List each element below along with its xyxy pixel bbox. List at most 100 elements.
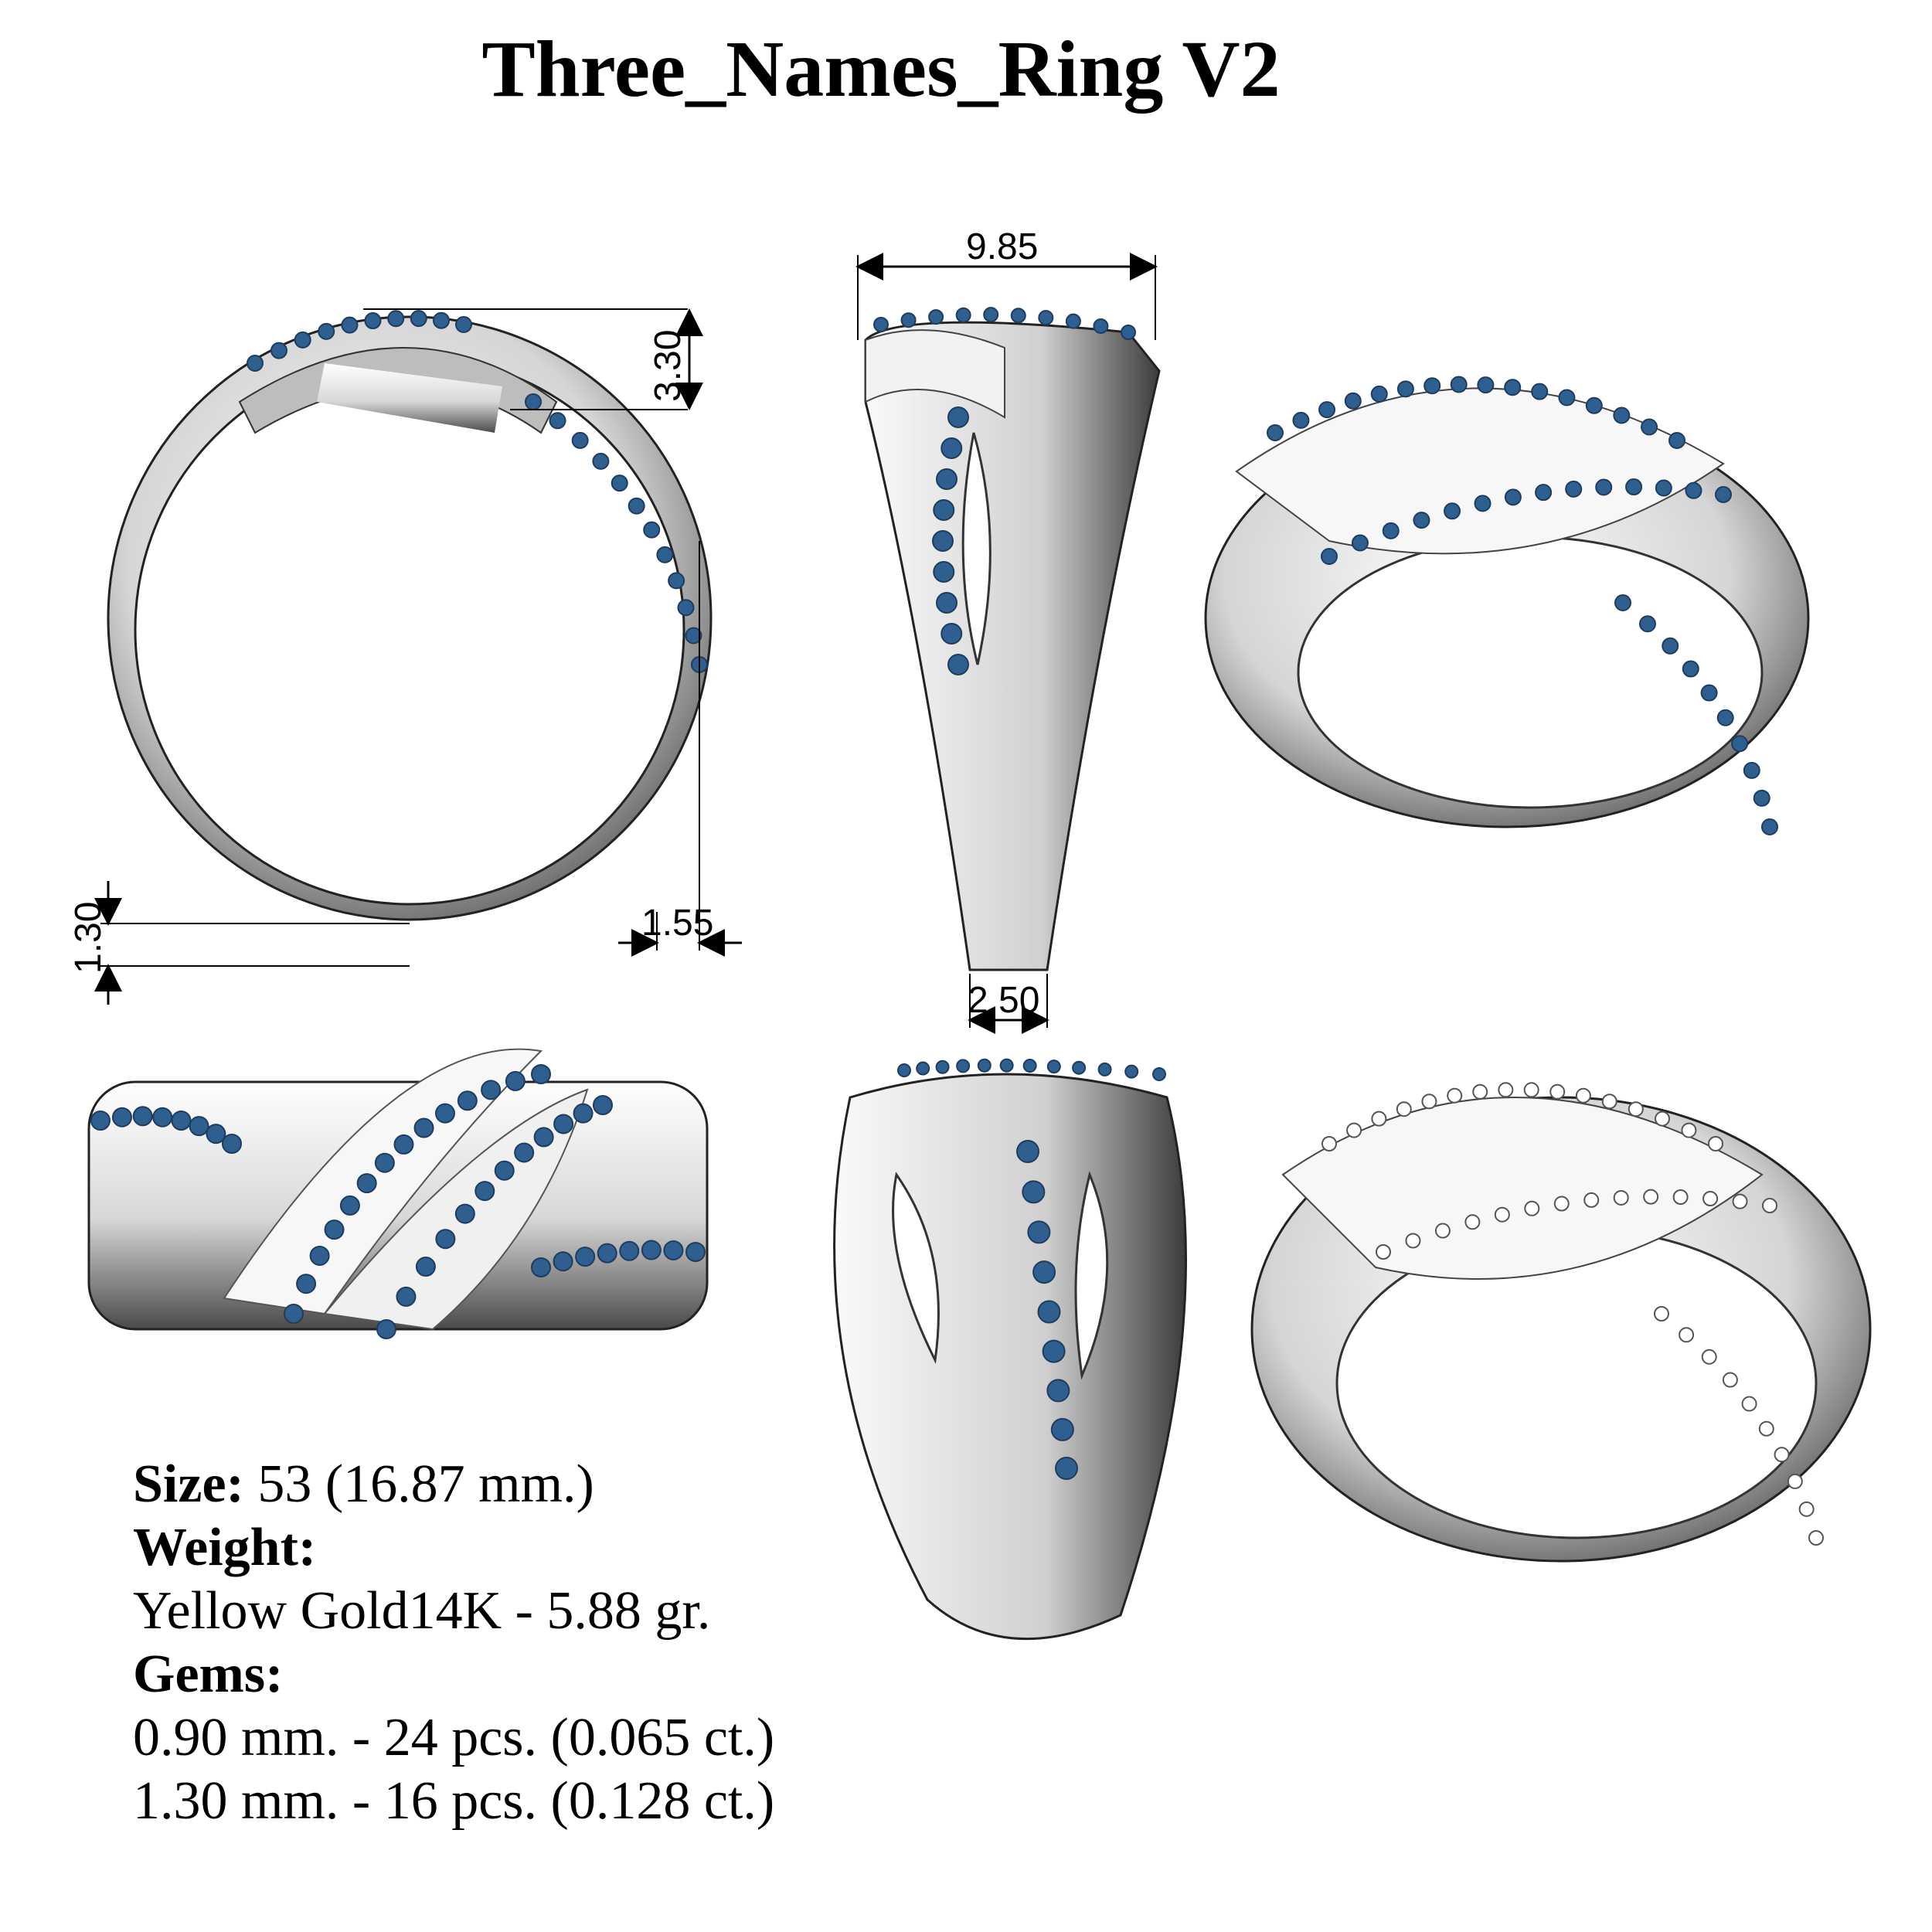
gem-stone bbox=[593, 1095, 613, 1115]
gem-stone bbox=[1050, 1417, 1074, 1441]
stone-setting bbox=[1498, 1082, 1514, 1098]
gem-stone bbox=[457, 1090, 478, 1111]
gem-stone bbox=[1662, 637, 1679, 655]
gem-stone bbox=[999, 1058, 1014, 1073]
gem-stone bbox=[1700, 684, 1718, 702]
gem-stone bbox=[656, 546, 674, 563]
gem-stone bbox=[132, 1106, 153, 1127]
stone-setting bbox=[1732, 1193, 1748, 1209]
gem-stone bbox=[936, 468, 957, 490]
stone-setting bbox=[1643, 1189, 1659, 1205]
gem-stone bbox=[1743, 761, 1760, 779]
stone-setting bbox=[1702, 1191, 1719, 1207]
stone-setting bbox=[1681, 1122, 1697, 1138]
dim-shank-side: 1.55 bbox=[641, 903, 713, 944]
stone-setting bbox=[1494, 1206, 1510, 1223]
gem-stone bbox=[1022, 1180, 1046, 1204]
gem-stone bbox=[977, 1058, 992, 1073]
front-view bbox=[107, 310, 713, 921]
gem-stone bbox=[935, 1060, 950, 1074]
gem-stone bbox=[643, 521, 661, 539]
stone-setting bbox=[1553, 1196, 1570, 1212]
gem-stone bbox=[387, 310, 405, 328]
gem-stone bbox=[983, 307, 999, 323]
gem-stone bbox=[1351, 534, 1369, 552]
gem-stone bbox=[1638, 615, 1656, 633]
gem-stone bbox=[432, 311, 450, 329]
gem-stone bbox=[434, 1103, 455, 1124]
stone-setting bbox=[1549, 1083, 1566, 1100]
stone-setting bbox=[1798, 1501, 1815, 1517]
gem-stone bbox=[341, 316, 359, 334]
gem-stone bbox=[1093, 318, 1109, 334]
gem-stone bbox=[1585, 396, 1603, 414]
stone-setting bbox=[1524, 1200, 1540, 1216]
gem-stone bbox=[1382, 522, 1400, 539]
gem-stone bbox=[553, 1114, 574, 1134]
dim-top-width: 9.85 bbox=[966, 226, 1038, 267]
gem-stone bbox=[514, 1142, 535, 1163]
gem-stone bbox=[1682, 660, 1699, 678]
gem-stone bbox=[1267, 424, 1284, 441]
gem-stone bbox=[1370, 385, 1388, 403]
gem-stone bbox=[1046, 1060, 1061, 1074]
gem-stone bbox=[494, 1160, 515, 1181]
stone-setting bbox=[1583, 1192, 1600, 1208]
gem-stone bbox=[270, 342, 287, 359]
stone-setting bbox=[1321, 1136, 1337, 1151]
stone-setting bbox=[1396, 1101, 1412, 1117]
gem-stone bbox=[956, 1059, 971, 1073]
gem-stone bbox=[916, 1061, 930, 1076]
gem-stone bbox=[364, 312, 382, 330]
gem-stone bbox=[1413, 512, 1430, 529]
stone-setting bbox=[1376, 1244, 1391, 1260]
gem-stone bbox=[1504, 488, 1522, 506]
spec-gems-label: Gems: bbox=[133, 1645, 284, 1704]
dim-shank-bottom: 2.50 bbox=[968, 980, 1039, 1021]
gem-stone bbox=[410, 310, 427, 328]
gem-stone bbox=[668, 572, 685, 590]
gem-stone bbox=[1685, 481, 1702, 499]
gem-stone bbox=[189, 1116, 209, 1137]
gem-stone bbox=[531, 1064, 551, 1084]
spec-gem-2: 1.30 mm. - 16 pcs. (0.128 ct.) bbox=[133, 1771, 775, 1831]
gem-stone bbox=[1010, 308, 1026, 324]
gem-stone bbox=[1655, 479, 1672, 497]
gem-stone bbox=[1037, 1300, 1061, 1324]
gem-stone bbox=[1321, 548, 1338, 565]
stone-setting bbox=[1575, 1087, 1591, 1104]
front-elevation-gems bbox=[897, 1058, 1166, 1480]
gem-stone bbox=[1152, 1067, 1166, 1081]
gem-stone bbox=[1614, 594, 1631, 611]
dim-band-thickness: 1.30 bbox=[68, 902, 109, 974]
gem-stone bbox=[955, 307, 971, 323]
gem-stone bbox=[571, 431, 589, 449]
spec-size-value: 53 (16.87 mm.) bbox=[243, 1454, 594, 1514]
gem-stone bbox=[685, 627, 702, 645]
stone-setting bbox=[1472, 1083, 1488, 1100]
stone-setting bbox=[1701, 1349, 1717, 1365]
stone-setting bbox=[1601, 1094, 1617, 1110]
gem-stone bbox=[549, 412, 566, 430]
gem-stone bbox=[376, 1319, 396, 1339]
stone-setting bbox=[1464, 1214, 1481, 1230]
gem-stone bbox=[356, 1173, 377, 1194]
gem-stone bbox=[1753, 789, 1770, 807]
gem-stone bbox=[1027, 1220, 1051, 1244]
gem-stone bbox=[933, 561, 955, 583]
gem-stone bbox=[900, 312, 917, 328]
gem-stone bbox=[474, 1181, 495, 1202]
side-view bbox=[864, 307, 1161, 971]
gem-stone bbox=[152, 1107, 173, 1128]
top-view-gems bbox=[90, 1064, 706, 1339]
gem-stone bbox=[1097, 1062, 1112, 1077]
gem-stone bbox=[1072, 1060, 1087, 1075]
gem-stone bbox=[1292, 411, 1310, 429]
gem-stone bbox=[1032, 1260, 1056, 1284]
side-view-dimensions: 9.85 2.50 bbox=[855, 226, 1158, 1034]
stone-setting bbox=[1708, 1136, 1723, 1151]
gem-stone bbox=[171, 1111, 192, 1131]
stone-setting bbox=[1371, 1111, 1387, 1127]
gem-stone bbox=[1474, 495, 1492, 512]
gem-stone bbox=[455, 316, 472, 333]
